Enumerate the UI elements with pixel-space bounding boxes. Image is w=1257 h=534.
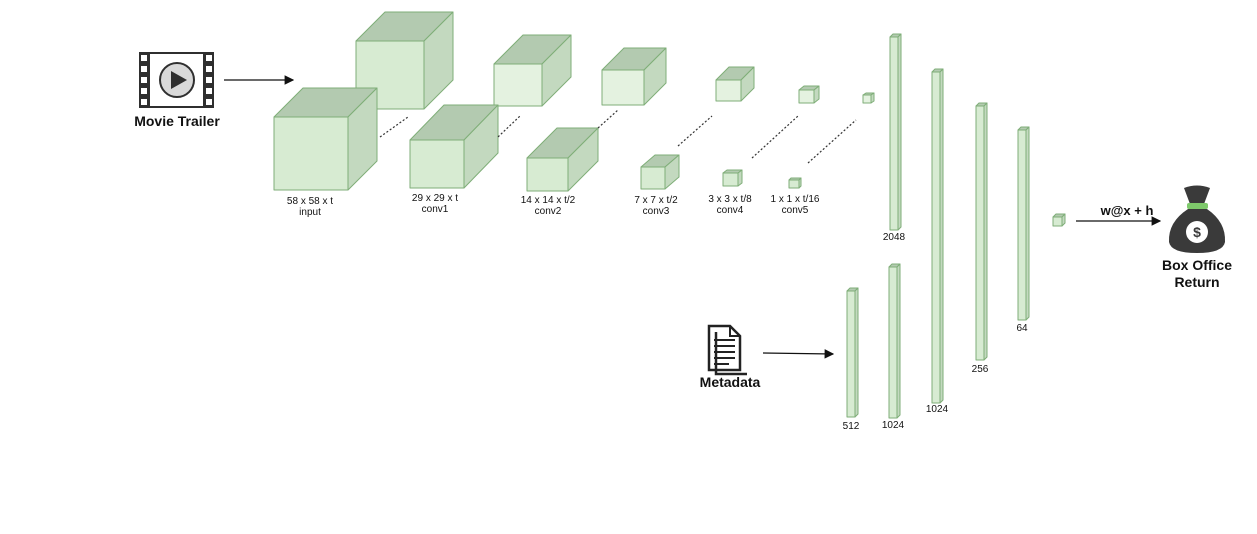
feature-map-cube <box>862 92 875 104</box>
layer-dims-label: 7 x 7 x t/2 <box>634 195 678 206</box>
feature-map-cube <box>788 177 802 189</box>
dotted-connectors <box>379 109 857 164</box>
trailer-label: Movie Trailer <box>134 113 220 129</box>
film-play-icon <box>139 52 214 108</box>
cube-side-face <box>737 169 743 187</box>
dense-size-label: 1024 <box>882 420 905 431</box>
document-icon <box>707 324 747 376</box>
feature-map-cube <box>493 34 572 107</box>
feature-map-cube <box>640 154 680 190</box>
dense-size-label: 1024 <box>926 404 949 415</box>
cube-front-face <box>1017 129 1027 321</box>
metadata-label: Metadata <box>700 374 761 390</box>
dense-size-label: 256 <box>972 364 989 375</box>
layer-name-label: conv1 <box>422 204 449 215</box>
cube-front-face <box>601 69 645 106</box>
cube-front-face <box>493 63 543 107</box>
cube-front-face <box>888 266 898 419</box>
feature-map-cube <box>798 85 820 104</box>
feature-map-cube <box>601 47 667 106</box>
cube-front-face <box>526 157 569 192</box>
feature-map-cube <box>715 66 755 102</box>
cube-front-face <box>409 139 465 189</box>
dense-layers <box>846 33 1030 419</box>
dense-size-label: 512 <box>843 421 860 432</box>
conv-cubes <box>273 11 1066 227</box>
feature-map-cube <box>1052 213 1066 227</box>
layer-name-label: conv4 <box>717 205 744 216</box>
dollar-symbol: $ <box>1193 224 1201 240</box>
dense-size-label: 2048 <box>883 232 906 243</box>
layer-name-label: conv5 <box>782 205 809 216</box>
cube-front-face <box>640 166 666 190</box>
feature-map-cube <box>889 33 902 231</box>
cube-front-face <box>788 179 800 189</box>
layer-dims-label: 1 x 1 x t/16 <box>771 194 820 205</box>
feature-map-cube <box>526 127 599 192</box>
conv-layer-labels: 58 x 58 x t input 29 x 29 x t conv1 14 x… <box>287 193 820 218</box>
cube-front-face <box>889 36 899 231</box>
dense-size-label: 64 <box>1016 323 1028 334</box>
layer-dims-label: 58 x 58 x t <box>287 196 333 207</box>
layer-dims-label: 3 x 3 x t/8 <box>708 194 752 205</box>
cube-front-face <box>722 172 739 187</box>
cube-front-face <box>862 94 872 104</box>
layer-dims-label: 14 x 14 x t/2 <box>521 195 576 206</box>
layer-name-label: conv3 <box>643 206 670 217</box>
cube-front-face <box>975 105 985 361</box>
cube-front-face <box>715 79 742 102</box>
output-label-line1: Box Office <box>1162 257 1232 273</box>
cube-front-face <box>273 116 349 191</box>
money-bag-icon: $ <box>1168 185 1226 253</box>
feature-map-cube <box>722 169 743 187</box>
layer-name-label: conv2 <box>535 206 562 217</box>
layer-name-label: input <box>299 207 321 218</box>
feature-map-cube <box>409 104 499 189</box>
equation-label: w@x + h <box>1100 203 1154 218</box>
layer-dims-label: 29 x 29 x t <box>412 193 458 204</box>
feature-map-cube <box>846 287 859 418</box>
feature-map-cube <box>273 87 378 191</box>
feature-map-cube <box>975 102 988 361</box>
cube-front-face <box>931 71 941 404</box>
feature-map-cube <box>1017 126 1030 321</box>
output-label-line2: Return <box>1174 274 1219 290</box>
metadata-arrow <box>762 349 835 359</box>
cube-front-face <box>1052 216 1063 227</box>
cube-front-face <box>846 290 856 418</box>
feature-map-cube <box>931 68 944 404</box>
cube-front-face <box>798 89 815 104</box>
dense-layer-labels: 2048 512 1024 1024 256 64 <box>843 232 1028 432</box>
feature-map-cube <box>888 263 901 419</box>
